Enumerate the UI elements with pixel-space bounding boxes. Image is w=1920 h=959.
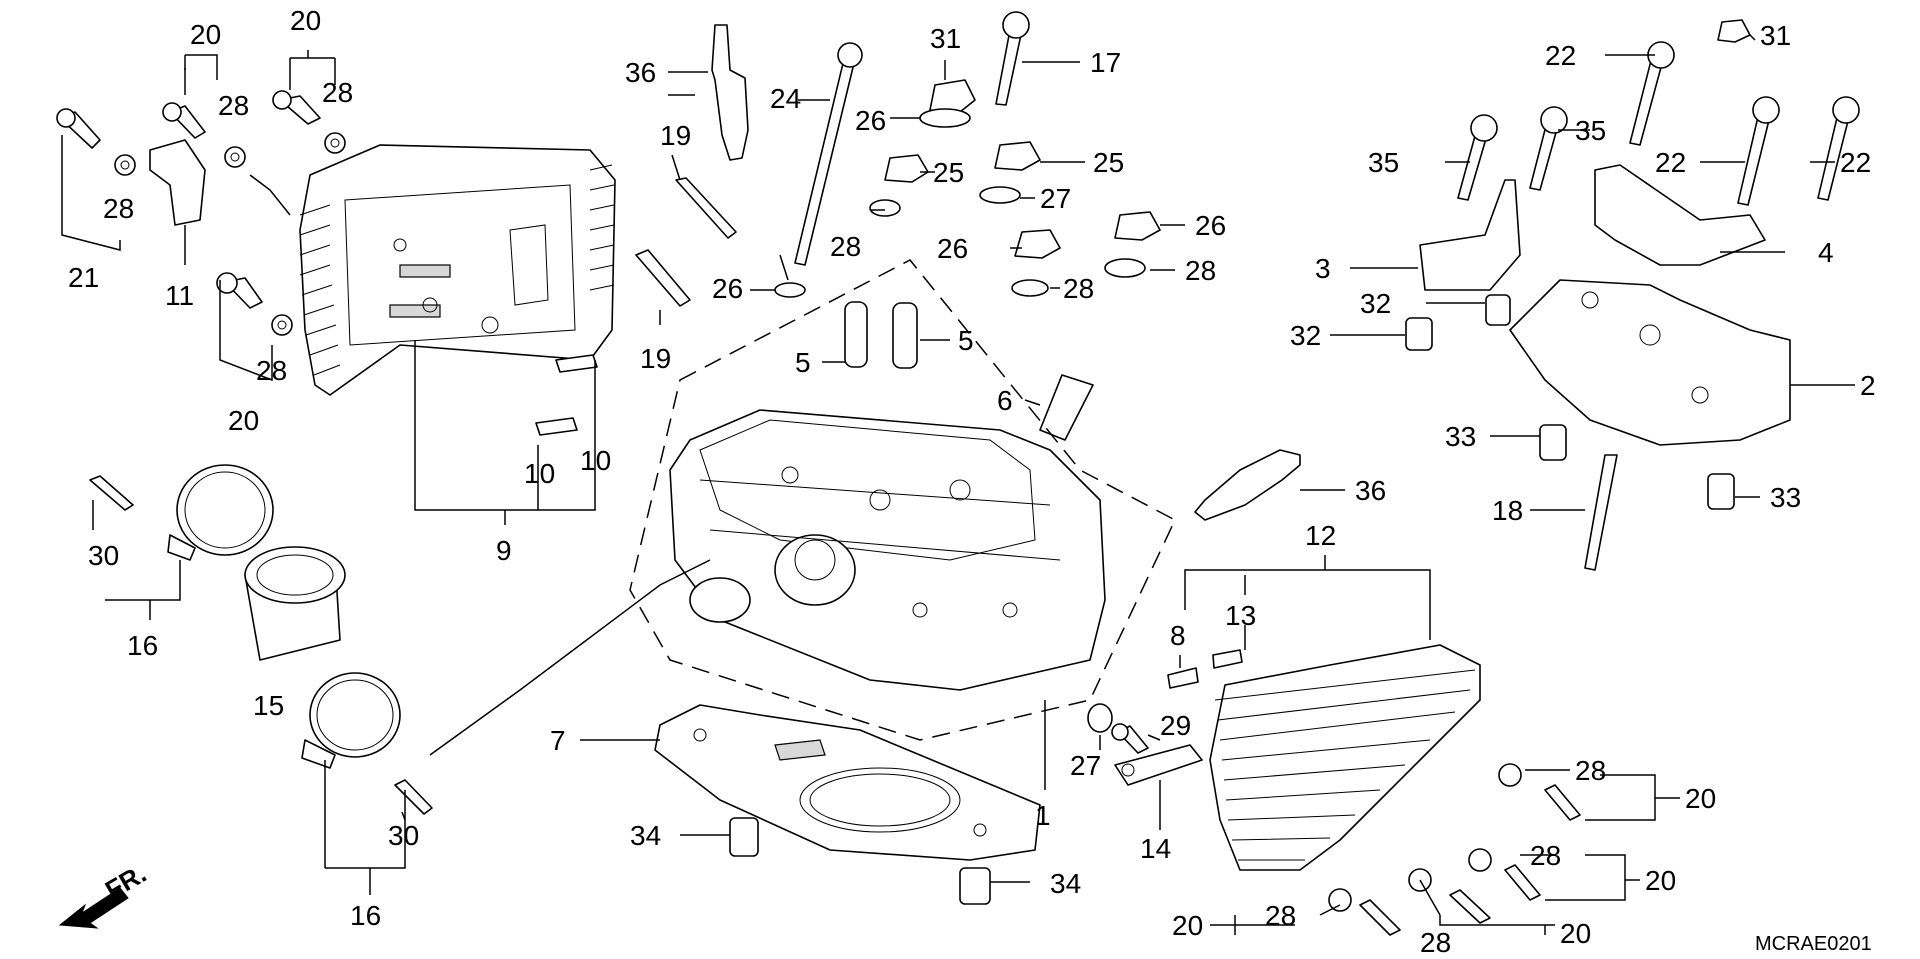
callout-27: 27 <box>1070 750 1101 781</box>
callout-28: 28 <box>1575 755 1606 786</box>
callout-22: 22 <box>1655 147 1686 178</box>
callout-32: 32 <box>1290 320 1321 351</box>
callout-26: 28 <box>1185 255 1216 286</box>
head-gasket <box>654 704 1041 861</box>
callout-35: 35 <box>1575 115 1606 146</box>
nuts-and-washers <box>774 19 1751 298</box>
callout-23: 24 <box>770 83 801 114</box>
callout-20: 20 <box>1172 910 1203 941</box>
callout-18: 18 <box>1492 495 1523 526</box>
callout-26: 28 <box>1063 273 1094 304</box>
callout-28: 28 <box>1420 927 1451 958</box>
callout-20: 20 <box>1645 865 1676 896</box>
cylinder-head-cover <box>299 144 616 396</box>
callout-34: 34 <box>1050 868 1081 899</box>
callout-4: 4 <box>1818 237 1834 268</box>
cylinder-head-side-cover <box>1209 644 1481 871</box>
callout-11: 11 <box>165 280 194 311</box>
callout-20: 20 <box>228 405 259 436</box>
callout-12: 12 <box>1305 520 1336 551</box>
insulator-clamps <box>89 464 433 815</box>
valve-guides <box>844 301 1094 441</box>
studs-and-bolts <box>635 11 1860 571</box>
callout-25: 26 <box>855 105 886 136</box>
bottom-bolts <box>1328 763 1581 936</box>
rocker-assembly <box>1419 164 1791 446</box>
callout-25: 26 <box>712 273 743 304</box>
callout-20: 20 <box>1560 918 1591 949</box>
callout-26: 28 <box>830 231 861 262</box>
callout-19: 19 <box>640 343 671 374</box>
callout-8: 8 <box>1170 620 1186 651</box>
callout-36: 36 <box>625 57 656 88</box>
washers <box>114 132 346 336</box>
callout-29: 29 <box>1160 710 1191 741</box>
callout-24: 25 <box>933 157 964 188</box>
callout-20: 20 <box>190 19 221 50</box>
spark-plugs <box>711 24 1301 521</box>
callout-labels: 20 20 28 28 28 21 11 28 20 9 10 10 30 16… <box>68 5 1876 958</box>
diagram-code: MCRAE0201 <box>1755 933 1872 955</box>
callout-24: 26 <box>1195 210 1226 241</box>
callout-16: 16 <box>350 900 381 931</box>
callout-28: 28 <box>1530 840 1561 871</box>
callout-28: 28 <box>322 77 353 108</box>
callout-24: 26 <box>937 233 968 264</box>
stay-plate <box>1087 703 1203 786</box>
callout-21: 21 <box>68 262 99 293</box>
callout-13: 13 <box>1225 600 1256 631</box>
callout-1: 1 <box>1035 800 1051 831</box>
callout-28: 28 <box>103 193 134 224</box>
callout-36: 36 <box>1355 475 1386 506</box>
callout-31: 31 <box>1760 20 1791 51</box>
callout-19: 19 <box>660 120 691 151</box>
callout-14: 14 <box>1140 833 1171 864</box>
dowel-pins <box>535 294 1735 905</box>
callout-24: 25 <box>1093 147 1124 178</box>
callout-28: 28 <box>1265 900 1296 931</box>
flange-bolts <box>56 90 321 309</box>
callout-10: 10 <box>524 458 555 489</box>
callout-30: 30 <box>88 540 119 571</box>
callout-30: 30 <box>388 820 419 851</box>
callout-9: 9 <box>496 535 512 566</box>
callout-10: 10 <box>580 445 611 476</box>
callout-22: 22 <box>1840 147 1871 178</box>
front-direction-arrow-icon <box>58 887 129 929</box>
callout-7: 7 <box>550 725 566 756</box>
callout-5: 5 <box>958 325 974 356</box>
callout-5: 5 <box>795 347 811 378</box>
callout-32: 32 <box>1360 288 1391 319</box>
cylinder-head <box>669 409 1106 691</box>
callout-26: 27 <box>1040 183 1071 214</box>
callout-15: 15 <box>253 690 284 721</box>
callout-16: 16 <box>127 630 158 661</box>
callout-2: 2 <box>1860 370 1876 401</box>
callout-31: 31 <box>930 23 961 54</box>
callout-3: 3 <box>1315 253 1331 284</box>
callout-17: 17 <box>1090 47 1121 78</box>
callout-22: 22 <box>1545 40 1576 71</box>
assembly-boundary <box>629 259 1176 741</box>
bracket <box>149 139 206 226</box>
callout-20: 20 <box>290 5 321 36</box>
callout-20: 20 <box>1685 783 1716 814</box>
callout-33: 33 <box>1445 421 1476 452</box>
callout-35: 35 <box>1368 147 1399 178</box>
leader-lines <box>61 34 1855 935</box>
callout-28: 28 <box>256 355 287 386</box>
callout-33: 33 <box>1770 482 1801 513</box>
callout-34: 34 <box>630 820 661 851</box>
callout-28: 28 <box>218 90 249 121</box>
callout-6: 6 <box>997 385 1013 416</box>
